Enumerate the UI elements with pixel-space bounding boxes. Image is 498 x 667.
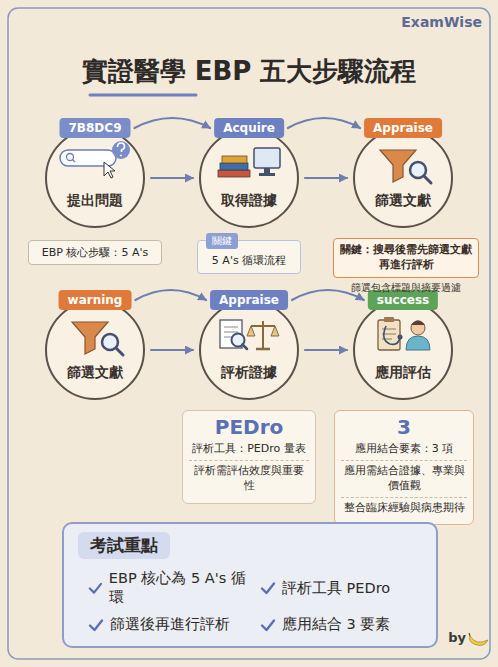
flow-arrow — [151, 349, 193, 351]
circle-outline: 評析證據 — [199, 300, 299, 400]
curved-arrow — [288, 118, 360, 128]
appraise-icon — [220, 320, 279, 349]
summary-text: 評析工具 PEDro — [282, 579, 390, 598]
diagram-title: 實證醫學 EBP 五大步驟流程 — [0, 54, 498, 89]
callout-box: 3應用結合要素：3 項應用需結合證據、專業與價值觀整合臨床經驗與病患期待 — [334, 410, 474, 525]
search-icon — [60, 141, 130, 178]
callout-box: EBP 核心步驟：5 A's — [28, 240, 162, 265]
step-label: 篩選文獻 — [47, 364, 143, 382]
step-label: 評析證據 — [201, 364, 297, 382]
step-circle: 取得證據 Acquire — [199, 118, 299, 228]
circle-outline: 應用評估 — [353, 300, 453, 400]
step-label: 篩選文獻 — [355, 192, 451, 210]
callout-box: 關鍵：搜尋後需先篩選文獻再進行評析 — [333, 238, 479, 278]
banana-icon — [469, 633, 488, 645]
callout-text: 5 A's 循環流程 — [204, 253, 294, 268]
callout-text: 應用需結合證據、專業與價值觀 — [341, 460, 467, 497]
note-label: by — [448, 630, 466, 645]
summary-item: 評析工具 PEDro — [260, 569, 422, 607]
step-tag: Appraise — [210, 290, 288, 310]
callout-box: 關鍵5 A's 循環流程 — [197, 240, 301, 274]
flow-arrow — [305, 349, 347, 351]
summary-item: 應用結合 3 要素 — [260, 615, 422, 634]
summary-text: 篩選後再進行評析 — [110, 615, 230, 634]
funnel-icon — [380, 150, 431, 183]
check-mark — [260, 617, 276, 633]
step-circle: 提出問題 7B8DC9 — [45, 118, 145, 228]
step-circle: 評析證據 Appraise — [199, 290, 299, 400]
summary-text: 應用結合 3 要素 — [282, 615, 390, 634]
summary-heading: 考試重點 — [78, 532, 170, 559]
circle-outline: 取得證據 — [199, 128, 299, 228]
step-circle: 應用評估 success — [353, 290, 453, 400]
books-icon — [218, 148, 280, 177]
callout-text: 應用結合要素：3 項 — [341, 439, 467, 460]
flow-arrow — [305, 177, 347, 179]
check-mark — [88, 617, 104, 633]
check-mark — [260, 580, 276, 596]
callout-box: PEDro評析工具：PEDro 量表評析需評估效度與重要性 — [182, 410, 316, 504]
funnel-icon — [72, 322, 123, 355]
callout-text: EBP 核心步驟：5 A's — [35, 245, 155, 260]
check-mark — [88, 580, 103, 596]
callout-text: 評析工具：PEDro 量表 — [189, 439, 309, 460]
summary-panel: 考試重點 EBP 核心為 5 A's 循環 評析工具 PEDro 篩選後再進行評析 應用… — [62, 522, 438, 648]
flow-arrow — [151, 177, 193, 179]
circle-outline: 篩選文獻 — [353, 128, 453, 228]
step-circle: 篩選文獻 Appraise — [353, 118, 453, 228]
callout-number: PEDro — [189, 415, 309, 439]
curved-arrow — [135, 290, 206, 300]
curved-arrow — [134, 118, 210, 128]
step-label: 應用評估 — [355, 364, 451, 382]
step-tag: Acquire — [214, 118, 284, 138]
callout-number: 3 — [341, 415, 467, 439]
callout-text: 關鍵：搜尋後需先篩選文獻再進行評析 — [340, 243, 472, 273]
step-label: 取得證據 — [201, 192, 297, 210]
summary-item: 篩選後再進行評析 — [88, 615, 250, 634]
apply-icon — [378, 317, 430, 350]
step-circle: 篩選文獻 warning — [45, 290, 145, 400]
summary-item: EBP 核心為 5 A's 循環 — [88, 569, 250, 607]
step-tag: 7B8DC9 — [60, 118, 131, 138]
summary-list: EBP 核心為 5 A's 循環 評析工具 PEDro 篩選後再進行評析 應用結合 3… — [78, 569, 422, 634]
key-tag: 關鍵 — [206, 233, 238, 249]
callout-text: 整合臨床經驗與病患期待 — [341, 497, 467, 519]
circle-outline: 篩選文獻 — [45, 300, 145, 400]
step-label: 提出問題 — [47, 192, 143, 210]
note-label: ExamWise — [401, 14, 482, 30]
step-tag: warning — [59, 290, 132, 310]
callout-text: 評析需評估效度與重要性 — [189, 460, 309, 497]
note-label: 篩選包含標題與摘要過濾 — [333, 281, 479, 295]
summary-text: EBP 核心為 5 A's 循環 — [109, 569, 250, 607]
circle-outline: 提出問題 — [45, 128, 145, 228]
step-tag: success — [368, 290, 438, 310]
step-tag: Appraise — [364, 118, 442, 138]
